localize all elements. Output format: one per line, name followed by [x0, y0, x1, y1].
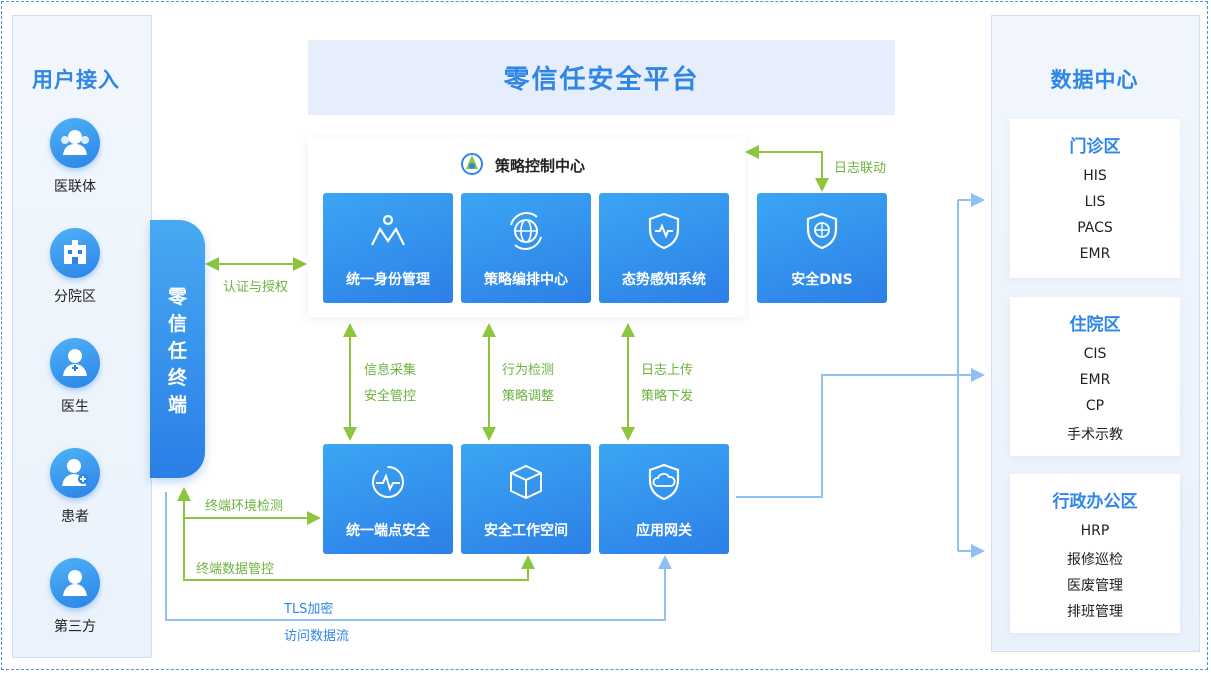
gateway-to-dc-line [736, 368, 985, 498]
terminal-char: 零 [167, 286, 187, 308]
zone-item: PACS [1077, 220, 1113, 236]
label-log-upload: 日志上传 [641, 363, 694, 378]
zone-title: 门诊区 [1069, 137, 1121, 157]
label-info-collect: 信息采集 [364, 363, 417, 378]
zone-item: LIS [1084, 194, 1106, 210]
box-icon [510, 464, 542, 500]
platform-header: 零信任安全平台 [308, 40, 895, 115]
people-icon [371, 214, 405, 246]
label-security-control: 安全管控 [364, 389, 417, 404]
terminal-char: 信 [167, 313, 187, 335]
label-log-link: 日志联动 [834, 161, 887, 176]
label-tls: TLS加密 [284, 602, 334, 617]
doctor-icon [50, 338, 100, 388]
zone-item: HRP [1080, 523, 1110, 539]
label-policy-issue: 策略下发 [641, 389, 694, 404]
platform-title: 零信任安全平台 [503, 65, 700, 95]
shield-cloud-icon [648, 463, 680, 501]
card-endpoint-security: 统一端点安全 [323, 444, 453, 554]
person-icon [50, 558, 100, 608]
globe-cycle-icon [510, 212, 542, 250]
card-label: 安全工作空间 [484, 523, 568, 539]
label-behavior-detect: 行为检测 [502, 363, 555, 378]
label-auth: 认证与授权 [223, 280, 289, 295]
terminal-char: 终 [167, 367, 187, 389]
pulse-circle-icon [372, 466, 404, 498]
user-label-doctor: 医生 [61, 399, 89, 415]
policy-center-title: 策略控制中心 [495, 157, 586, 175]
card-secure-workspace: 安全工作空间 [461, 444, 591, 554]
group-icon [50, 118, 100, 168]
zone-item: 手术示教 [1067, 427, 1123, 443]
hospital-icon [50, 228, 100, 278]
card-label: 安全DNS [791, 272, 853, 288]
tls-flow-line [165, 492, 672, 621]
shield-globe-icon [806, 212, 838, 250]
log-link-arrow [745, 145, 829, 192]
data-center-title: 数据中心 [1050, 68, 1139, 92]
card-label: 策略编排中心 [484, 272, 568, 288]
label-access-flow: 访问数据流 [284, 629, 350, 644]
zone-admin-office: 行政办公区 HRP 报修巡检 医废管理 排班管理 [1010, 474, 1180, 633]
zone-outpatient: 门诊区 HIS LIS PACS EMR [1010, 119, 1180, 278]
terminal-char: 任 [167, 340, 187, 362]
zone-item: 报修巡检 [1067, 552, 1123, 568]
zone-item: 医废管理 [1067, 578, 1123, 594]
label-policy-adjust: 策略调整 [502, 389, 555, 404]
zone-item: CP [1085, 398, 1105, 414]
zone-title: 行政办公区 [1052, 492, 1138, 512]
label-terminal-data: 终端数据管控 [196, 562, 275, 577]
card-identity-management: 统一身份管理 [323, 193, 453, 303]
label-terminal-env: 终端环境检测 [205, 499, 284, 514]
user-label-alliance: 医联体 [54, 179, 96, 195]
zone-item: 排班管理 [1067, 604, 1123, 620]
card-app-gateway: 应用网关 [599, 444, 729, 554]
terminal-char: 端 [167, 394, 187, 416]
terminal-data-arrow [183, 518, 535, 581]
card-label: 应用网关 [636, 523, 692, 539]
card-label: 统一身份管理 [346, 272, 430, 288]
card-situation-awareness: 态势感知系统 [599, 193, 729, 303]
card-label: 态势感知系统 [622, 272, 706, 288]
patient-icon [50, 448, 100, 498]
card-policy-orchestration: 策略编排中心 [461, 193, 591, 303]
shield-pulse-icon [648, 212, 680, 250]
platform-logo-icon [460, 152, 484, 176]
card-label: 统一端点安全 [346, 523, 430, 539]
user-label-third-party: 第三方 [54, 619, 96, 635]
zone-inpatient: 住院区 CIS EMR CP 手术示教 [1010, 297, 1180, 456]
zero-trust-terminal: 零 信 任 终 端 [150, 220, 205, 478]
zone-title: 住院区 [1069, 315, 1121, 335]
user-label-patient: 患者 [61, 509, 89, 525]
zone-item: EMR [1079, 246, 1111, 262]
zone-item: HIS [1083, 168, 1107, 184]
user-label-branch: 分院区 [54, 289, 96, 305]
card-secure-dns: 安全DNS [757, 193, 887, 303]
zone-item: EMR [1079, 372, 1111, 388]
zone-item: CIS [1083, 346, 1107, 362]
user-access-title: 用户接入 [32, 68, 120, 92]
